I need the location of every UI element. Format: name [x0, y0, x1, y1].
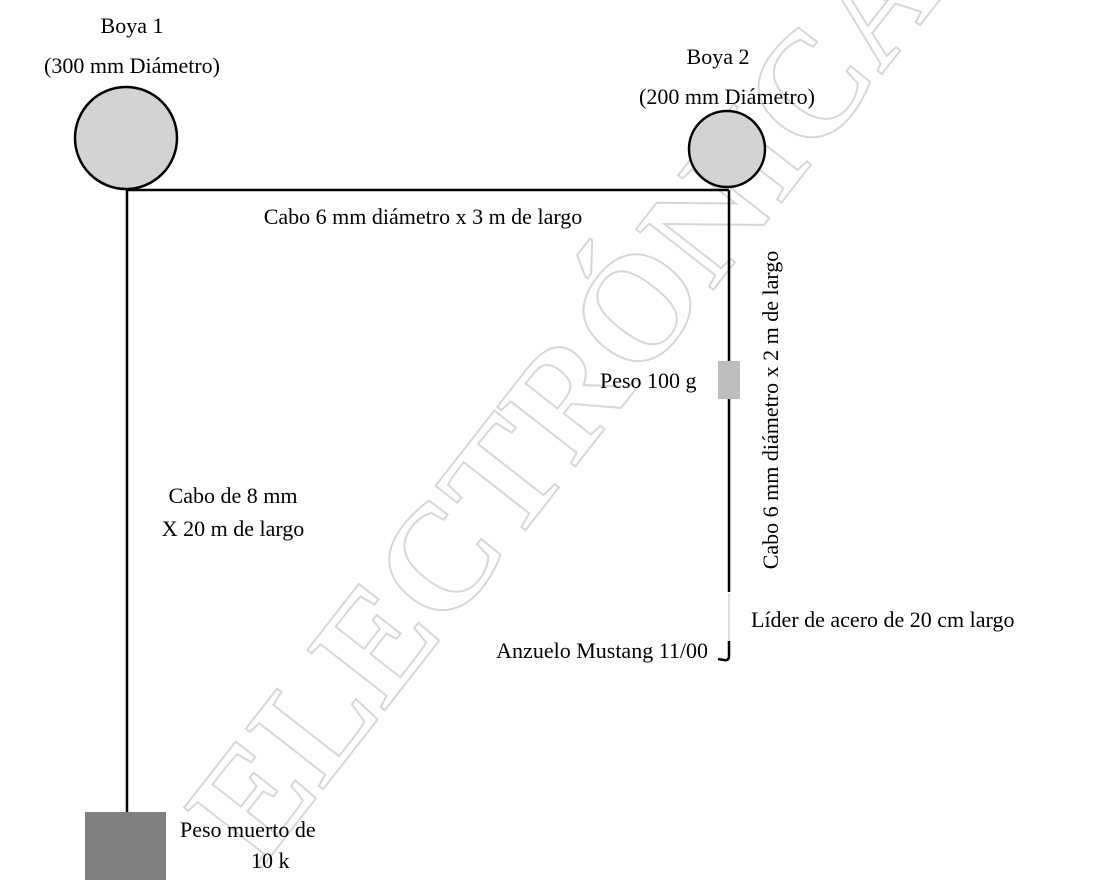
steel-leader-label: Líder de acero de 20 cm largo — [751, 607, 1014, 632]
small-weight-label: Peso 100 g — [600, 368, 697, 393]
watermark-text: ELECTRÓNICA INE — [155, 0, 1102, 880]
buoy-2-size: (200 mm Diámetro) — [639, 84, 815, 109]
dead-weight-label-line1: Peso muerto de — [180, 817, 316, 842]
buoy-1-size: (300 mm Diámetro) — [44, 53, 220, 78]
small-weight-block — [718, 361, 740, 399]
horizontal-rope-label: Cabo 6 mm diámetro x 3 m de largo — [264, 204, 583, 229]
hook-icon — [717, 641, 731, 662]
buoy-1-circle — [73, 85, 179, 191]
main-rope-label-line2: X 20 m de largo — [162, 516, 305, 541]
watermark: ELECTRÓNICA INE — [154, 0, 1102, 880]
main-rope-label-line1: Cabo de 8 mm — [169, 483, 298, 508]
hook-label: Anzuelo Mustang 11/00 — [496, 638, 708, 663]
buoy-1-title: Boya 1 — [101, 13, 164, 38]
dead-weight-block — [85, 812, 166, 880]
buoy-2-title: Boya 2 — [687, 44, 750, 69]
right-rope-label: Cabo 6 mm diámetro x 2 m de largo — [758, 251, 783, 570]
dead-weight-label-line2: 10 k — [251, 848, 290, 873]
buoy-2-circle — [687, 109, 767, 189]
